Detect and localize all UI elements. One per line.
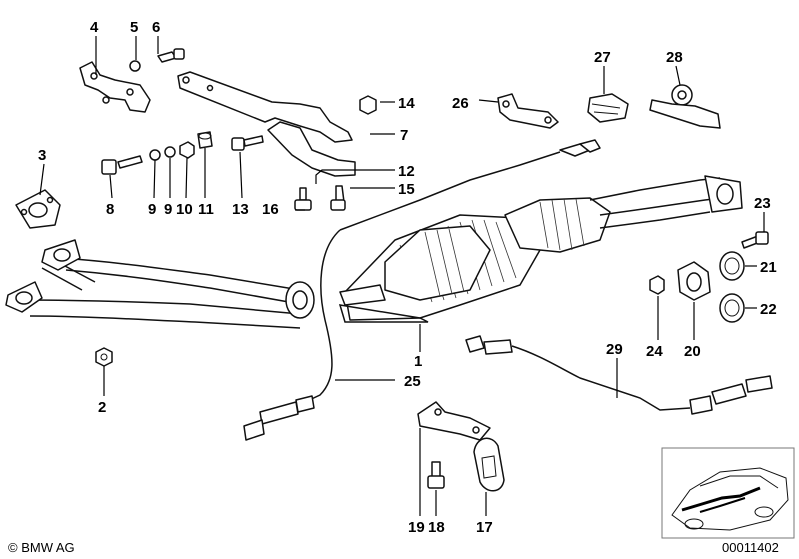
bracket-part-4 (79, 61, 151, 113)
washer-part-9b (164, 146, 176, 158)
callout-20: 20 (684, 343, 701, 360)
vehicle-location-thumbnail (661, 447, 795, 539)
callout-7: 7 (400, 127, 408, 144)
callout-18: 18 (428, 519, 445, 536)
callout-23: 23 (754, 195, 771, 212)
callout-15: 15 (398, 181, 415, 198)
callout-2: 2 (98, 399, 106, 416)
washer-part-9a (149, 149, 161, 161)
callout-10: 10 (176, 201, 193, 218)
callout-24: 24 (646, 343, 663, 360)
callout-1: 1 (414, 353, 422, 370)
spacer-part-11 (197, 131, 213, 149)
bolt-part-6 (157, 48, 185, 63)
bolt-part-13 (231, 135, 264, 151)
callout-28: 28 (666, 49, 683, 66)
bolt-part-23 (741, 231, 769, 249)
bracket-part-19 (417, 401, 491, 441)
callout-4: 4 (90, 19, 99, 36)
exhaust-system-assembly (21, 175, 743, 329)
callout-29: 29 (606, 341, 623, 358)
bolt-part-15 (330, 185, 346, 211)
nut-part-14 (359, 95, 377, 115)
callout-19: 19 (408, 519, 425, 536)
ring-part-22 (719, 293, 745, 323)
oxygen-sensor-part-25 (243, 139, 601, 441)
washer-part-5 (129, 60, 141, 72)
copyright-label: © BMW AG (8, 540, 75, 555)
rubber-mount-part-17 (473, 437, 505, 492)
callout-27: 27 (594, 49, 611, 66)
callout-14: 14 (398, 95, 415, 112)
bracket-part-7 (177, 71, 356, 177)
bolt-part-16 (294, 187, 312, 211)
bolt-part-8 (101, 155, 143, 175)
hanger-part-28 (649, 84, 721, 129)
front-flange-gaskets (5, 239, 81, 313)
callout-13: 13 (232, 201, 249, 218)
callout-3: 3 (38, 147, 46, 164)
callout-6: 6 (152, 19, 160, 36)
bracket-part-26 (497, 93, 559, 129)
callout-5: 5 (130, 19, 138, 36)
ring-part-21 (719, 251, 745, 281)
leader-lines (39, 36, 765, 516)
callout-8: 8 (106, 201, 114, 218)
callout-26: 26 (452, 95, 469, 112)
nut-part-2 (95, 347, 113, 367)
nut-part-10 (179, 141, 195, 159)
gasket-part-3 (15, 189, 61, 229)
callout-21: 21 (760, 259, 777, 276)
callout-12: 12 (398, 163, 415, 180)
callout-16: 16 (262, 201, 279, 218)
oxygen-sensor-part-29 (465, 335, 773, 415)
bolt-part-18 (427, 461, 445, 489)
callout-labels: 4 5 6 3 2 8 9 9 10 11 13 16 14 7 12 15 1… (38, 19, 777, 536)
flange-gasket-part-20 (677, 261, 711, 301)
callout-9a: 9 (148, 201, 156, 218)
callout-25: 25 (404, 373, 421, 390)
callout-9b: 9 (164, 201, 172, 218)
clip-part-27 (587, 93, 629, 123)
callout-11: 11 (198, 201, 214, 218)
nut-part-24 (649, 275, 665, 295)
callout-22: 22 (760, 301, 777, 318)
diagram-number: 00011402 (722, 540, 779, 555)
callout-17: 17 (476, 519, 493, 536)
